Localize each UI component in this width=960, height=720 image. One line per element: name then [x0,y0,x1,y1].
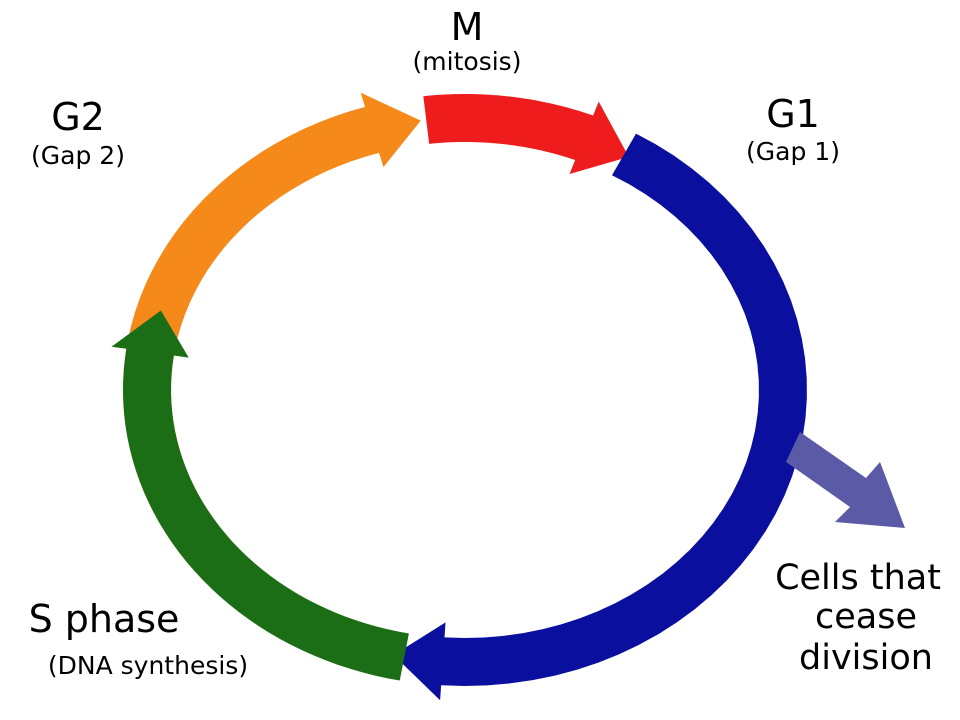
s-phase-label-group: S phase (DNA synthesis) [29,597,249,680]
cycle-ring [111,92,807,701]
m-phase-arc [423,94,629,174]
s-phase-label: S phase [29,597,180,641]
g1-phase-label: G1 [766,92,820,136]
g1-phase-arc [393,133,807,701]
cease-division-arrow [786,432,905,528]
s-phase-detail: (DNA synthesis) [48,651,248,680]
cease-division-arrow-shape [786,432,905,528]
cease-division-line-3: division [799,638,933,678]
g1-phase-label-group: G1 (Gap 1) [746,92,840,166]
m-phase-label-group: M (mitosis) [413,5,522,76]
m-phase-label: M [451,5,484,49]
g2-phase-label-group: G2 (Gap 2) [31,95,125,170]
m-phase-detail: (mitosis) [413,47,522,76]
g2-phase-label: G2 [51,95,105,139]
cease-division-label-group: Cells that cease division [775,558,941,678]
s-phase-arc [111,310,409,681]
cease-division-line-1: Cells that [775,558,941,598]
g2-phase-detail: (Gap 2) [31,141,125,170]
cease-division-line-2: cease [815,597,917,637]
g1-phase-detail: (Gap 1) [746,137,840,166]
g2-phase-arc [123,92,421,569]
